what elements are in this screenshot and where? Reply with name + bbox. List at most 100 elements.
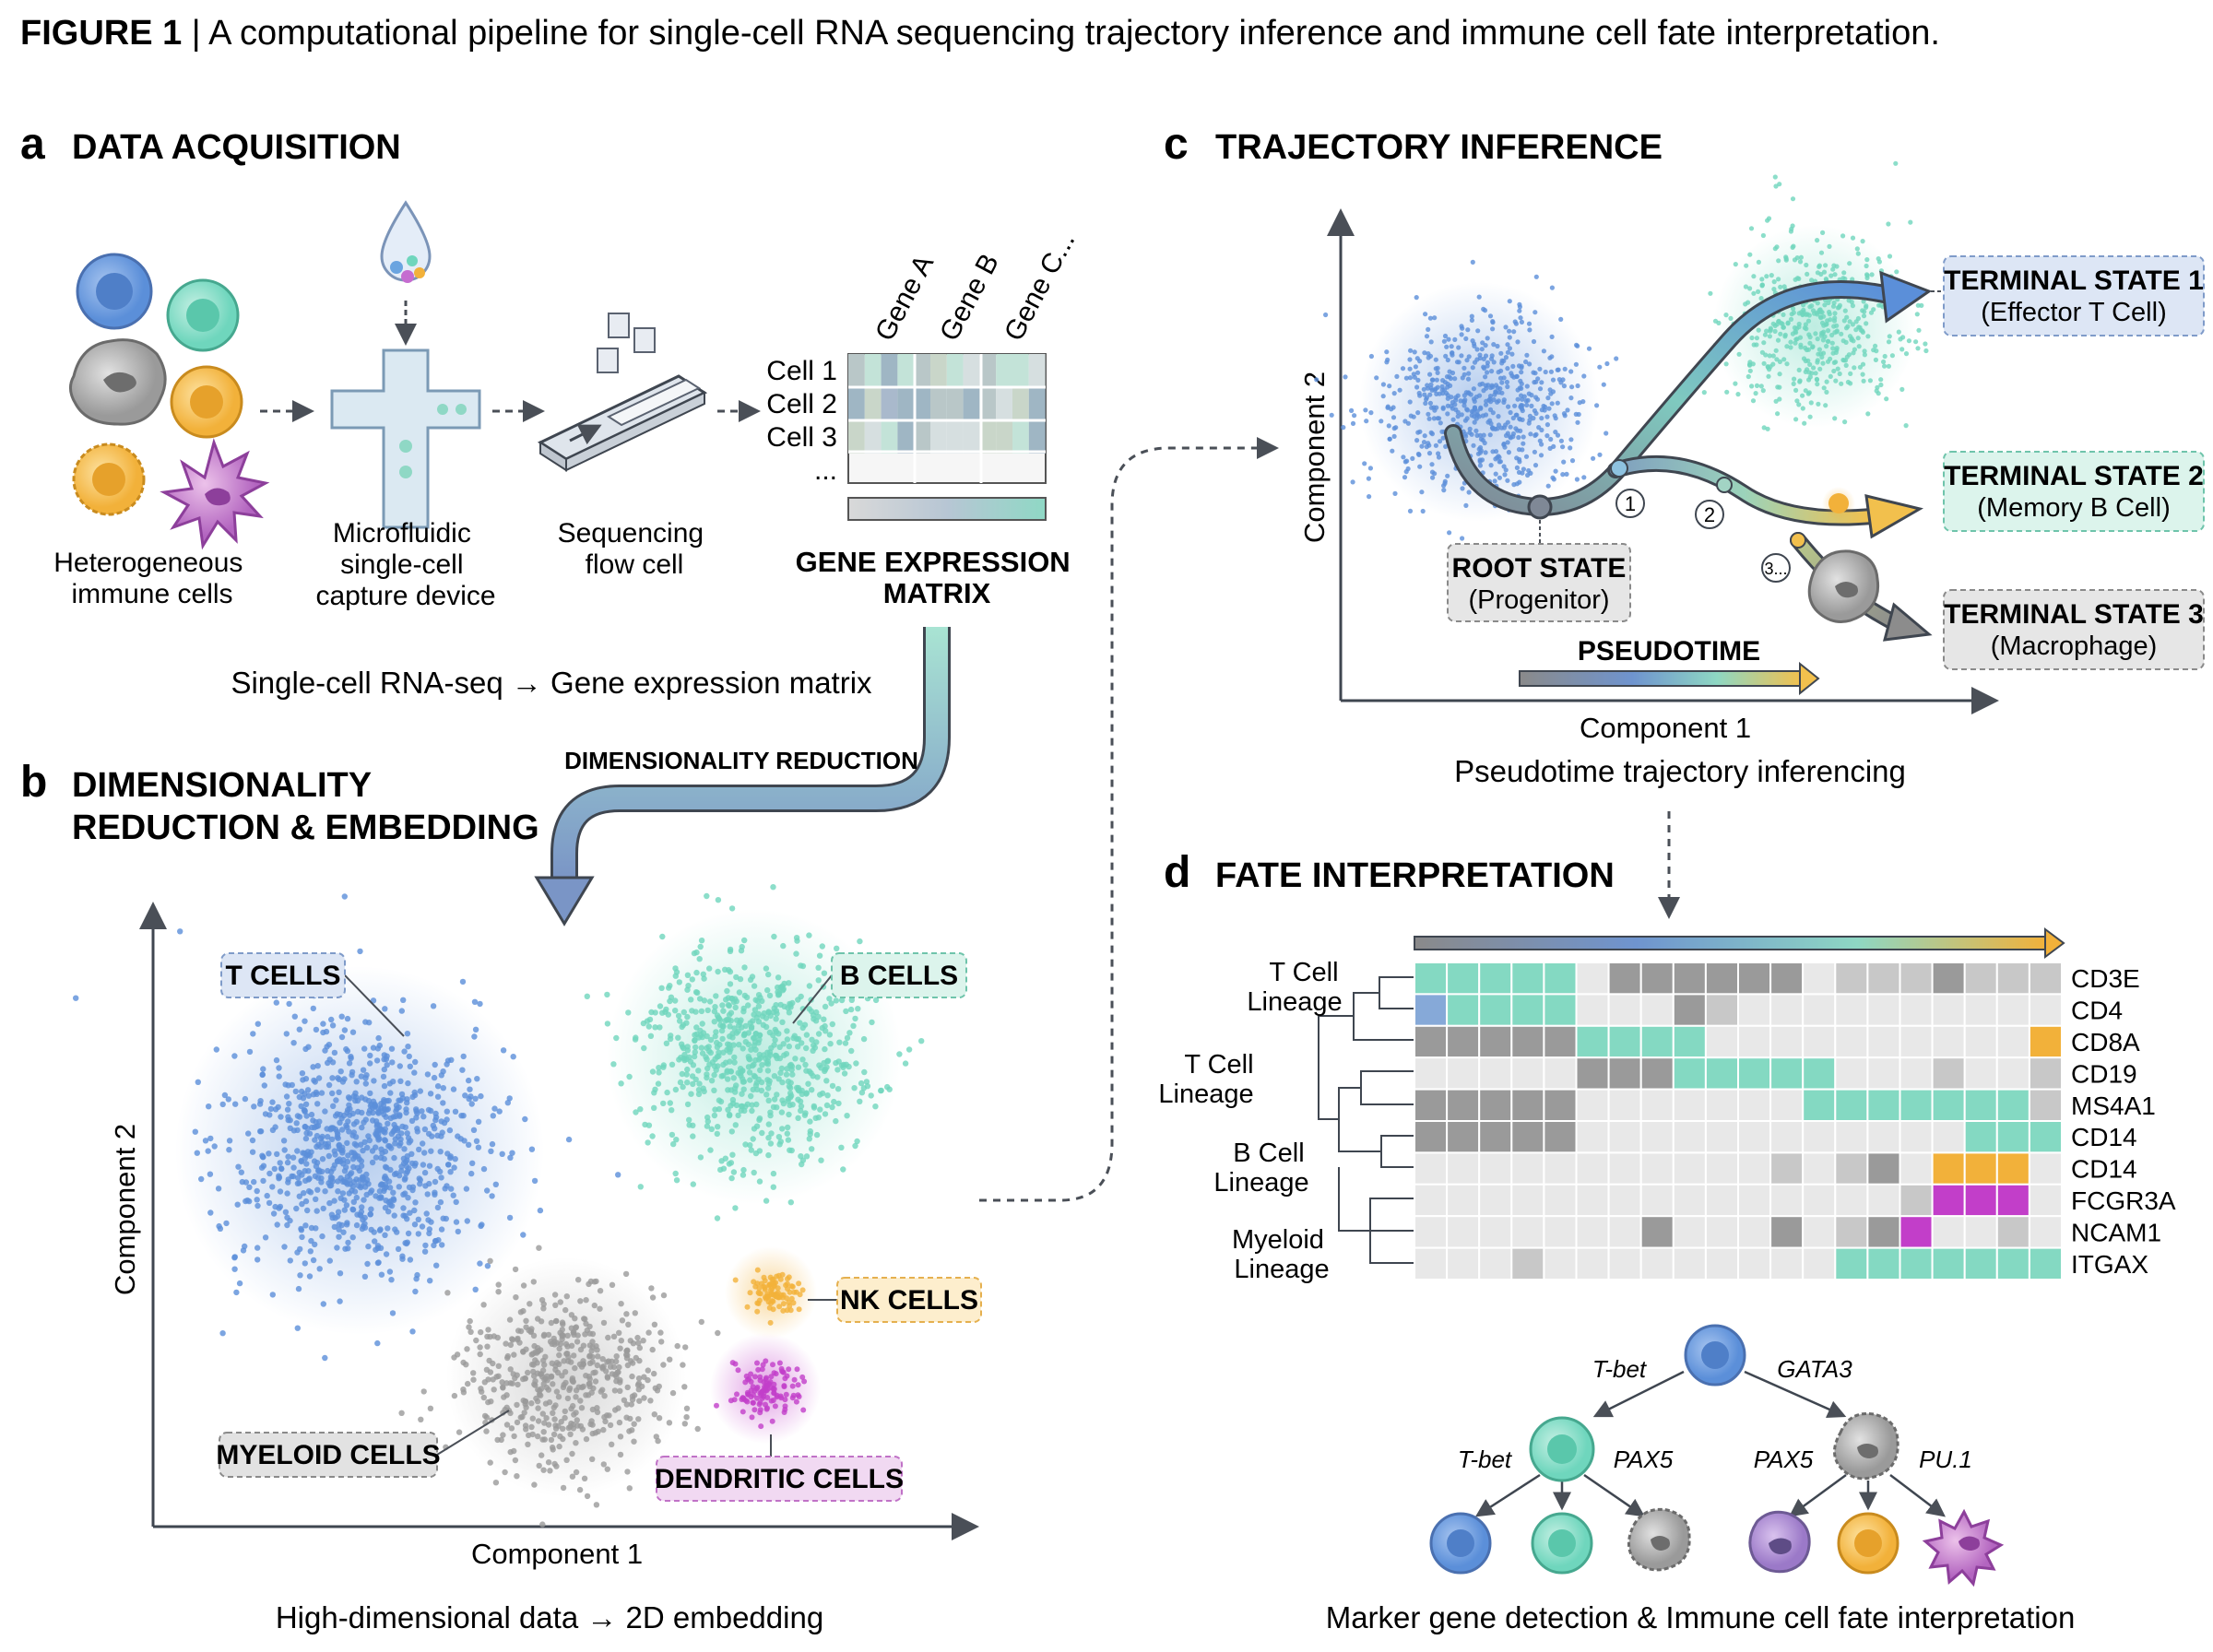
scatter-dot xyxy=(1380,382,1386,387)
scatter-dot xyxy=(334,1158,341,1165)
scatter-dot xyxy=(1524,402,1530,407)
scatter-dot xyxy=(683,1020,690,1026)
scatter-dot xyxy=(1533,371,1538,376)
scatter-dot xyxy=(742,1039,749,1045)
scatter-dot xyxy=(663,1006,669,1013)
scatter-dot xyxy=(858,1080,865,1087)
heatmap-cell xyxy=(1510,1215,1545,1249)
scatter-dot xyxy=(404,1096,410,1103)
scatter-dot xyxy=(1807,340,1813,346)
matrix-cell xyxy=(1028,387,1046,420)
scatter-dot xyxy=(444,1183,450,1189)
scatter-dot xyxy=(583,1435,590,1443)
scatter-dot xyxy=(806,1136,812,1142)
scatter-dot xyxy=(318,1139,325,1146)
scatter-dot xyxy=(1427,392,1433,397)
scatter-dot xyxy=(815,1013,822,1021)
scatter-dot xyxy=(239,1178,245,1186)
scatter-dot xyxy=(376,1122,383,1128)
scatter-dot xyxy=(704,1071,710,1078)
scatter-dot xyxy=(215,1186,222,1192)
scatter-dot xyxy=(266,1150,272,1157)
heatmap-cell xyxy=(1899,1056,1934,1091)
scatter-dot xyxy=(531,1177,538,1185)
scatter-dot xyxy=(631,1421,637,1427)
heatmap-cell xyxy=(1802,1246,1837,1280)
scatter-dot xyxy=(1549,334,1555,339)
scatter-dot xyxy=(327,1177,334,1184)
heatmap-cell xyxy=(1510,993,1545,1027)
scatter-dot xyxy=(411,1207,418,1214)
scatter-dot xyxy=(1323,312,1329,318)
scatter-dot xyxy=(718,1073,725,1080)
scatter-dot xyxy=(822,1045,828,1053)
scatter-dot xyxy=(448,1056,455,1064)
scatter-dot xyxy=(1797,259,1804,265)
scatter-dot xyxy=(202,1138,209,1144)
heatmap-cell xyxy=(1737,993,1772,1027)
scatter-dot xyxy=(718,1027,726,1034)
scatter-dot xyxy=(563,1293,570,1300)
scatter-dot xyxy=(1435,416,1440,421)
scatter-dot xyxy=(1391,391,1397,396)
scatter-dot xyxy=(767,1319,774,1326)
scatter-dot xyxy=(1833,378,1839,384)
scatter-dot xyxy=(545,1422,552,1428)
scatter-dot xyxy=(407,1063,413,1070)
scatter-dot xyxy=(582,1331,588,1338)
heatmap-cell xyxy=(1995,1151,2030,1186)
scatter-dot xyxy=(1761,425,1767,431)
scatter-dot xyxy=(1550,389,1556,395)
scatter-dot xyxy=(341,1207,348,1213)
scatter-dot xyxy=(766,1078,773,1084)
scatter-dot xyxy=(855,1006,861,1012)
scatter-dot xyxy=(785,1137,792,1143)
scatter-dot xyxy=(704,1123,711,1129)
scatter-dot xyxy=(398,1008,405,1014)
scatter-dot xyxy=(1523,398,1529,404)
scatter-dot xyxy=(1580,399,1586,405)
scatter-dot xyxy=(1533,432,1538,438)
scatter-dot xyxy=(684,1013,691,1021)
scatter-dot xyxy=(844,1113,850,1119)
scatter-dot xyxy=(565,1136,573,1143)
scatter-dot xyxy=(397,1136,404,1143)
scatter-dot xyxy=(600,1426,607,1434)
scatter-dot xyxy=(1614,356,1619,361)
scatter-dot xyxy=(1502,444,1508,450)
heatmap-cell xyxy=(1639,962,1675,996)
scatter-dot xyxy=(330,1103,337,1110)
dimensionality-reduction-arrow xyxy=(534,627,951,926)
scatter-dot xyxy=(747,1077,753,1083)
scatter-dot xyxy=(613,1353,620,1360)
scatter-dot xyxy=(345,1245,351,1252)
scatter-dot xyxy=(1417,464,1423,469)
scatter-dot xyxy=(225,1096,231,1103)
dendritic-badge xyxy=(656,1456,903,1502)
scatter-dot xyxy=(490,1113,496,1119)
b-scatter-points xyxy=(73,884,925,1528)
scatter-dot xyxy=(328,1211,336,1218)
scatter-dot xyxy=(462,1092,468,1099)
scatter-dot xyxy=(1485,419,1491,425)
scatter-dot xyxy=(300,1077,306,1083)
scatter-dot xyxy=(432,1126,438,1132)
scatter-dot xyxy=(1480,437,1485,443)
scatter-dot xyxy=(1889,353,1895,359)
scatter-dot xyxy=(764,1068,772,1074)
scatter-dot xyxy=(573,1440,579,1446)
b-cells-badge xyxy=(831,952,967,998)
scatter-dot xyxy=(816,1062,822,1068)
scatter-dot xyxy=(1788,316,1794,322)
scatter-dot xyxy=(236,1280,243,1287)
scatter-dot xyxy=(854,1138,860,1145)
scatter-dot xyxy=(1800,393,1805,398)
scatter-dot xyxy=(744,1101,751,1108)
scatter-dot xyxy=(1840,233,1846,239)
figure-caption: FIGURE 1 | A computational pipeline for … xyxy=(20,14,1940,53)
scatter-dot xyxy=(763,1376,769,1383)
scatter-dot xyxy=(349,1183,357,1190)
scatter-dot xyxy=(344,1221,350,1228)
scatter-dot xyxy=(770,1306,776,1313)
scatter-dot xyxy=(520,1375,527,1383)
